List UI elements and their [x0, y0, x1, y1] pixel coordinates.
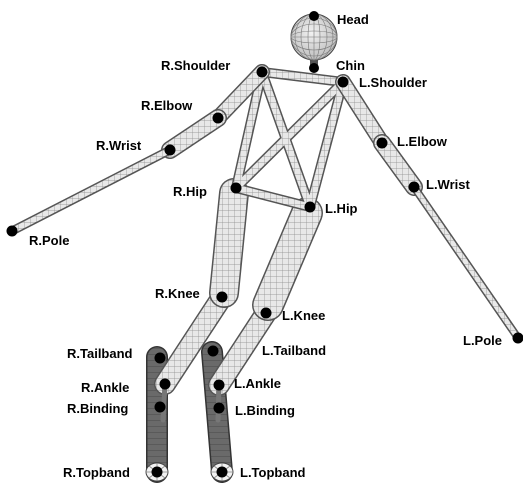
l-ankle-marker	[214, 380, 225, 391]
label-r-elbow: R.Elbow	[141, 98, 193, 113]
label-l-elbow: L.Elbow	[397, 134, 448, 149]
l-binding-marker	[214, 403, 225, 414]
label-head: Head	[337, 12, 369, 27]
l-elbow-marker	[377, 138, 388, 149]
l-shoulder-marker	[338, 77, 349, 88]
l-tailband-marker	[208, 346, 219, 357]
label-l-knee: L.Knee	[282, 308, 325, 323]
r-pole-marker	[7, 226, 18, 237]
r-wrist-marker	[165, 145, 176, 156]
label-r-hip: R.Hip	[173, 184, 207, 199]
r-hip-marker	[231, 183, 242, 194]
l-hip-marker	[305, 202, 316, 213]
label-r-knee: R.Knee	[155, 286, 200, 301]
r-elbow-marker	[213, 113, 224, 124]
chin-marker	[309, 63, 319, 73]
l-wrist-marker	[409, 182, 420, 193]
l-pole-marker	[513, 333, 523, 344]
l-topband-marker	[217, 467, 228, 478]
label-l-binding: L.Binding	[235, 403, 295, 418]
label-l-topband: L.Topband	[240, 465, 306, 480]
r-knee-marker	[217, 292, 228, 303]
l-knee-marker	[261, 308, 272, 319]
left-pole	[414, 187, 518, 338]
label-r-ankle: R.Ankle	[81, 380, 129, 395]
label-r-pole: R.Pole	[29, 233, 69, 248]
label-r-tailband: R.Tailband	[67, 346, 133, 361]
label-l-shoulder: L.Shoulder	[359, 75, 427, 90]
right-thigh	[224, 193, 234, 293]
label-l-ankle: L.Ankle	[234, 376, 281, 391]
label-chin: Chin	[336, 58, 365, 73]
label-l-tailband: L.Tailband	[262, 343, 326, 358]
r-binding-marker	[155, 402, 166, 413]
r-topband-marker	[152, 467, 163, 478]
label-r-shoulder: R.Shoulder	[161, 58, 230, 73]
label-l-pole: L.Pole	[463, 333, 502, 348]
label-r-binding: R.Binding	[67, 401, 128, 416]
r-ankle-marker	[160, 379, 171, 390]
left-shin	[219, 313, 266, 385]
head-marker	[309, 11, 319, 21]
label-l-hip: L.Hip	[325, 201, 358, 216]
r-tailband-marker	[155, 353, 166, 364]
r-shoulder-marker	[257, 67, 268, 78]
label-r-topband: R.Topband	[63, 465, 130, 480]
label-r-wrist: R.Wrist	[96, 138, 142, 153]
left-thigh	[268, 213, 307, 305]
right-pole	[12, 150, 170, 231]
label-l-wrist: L.Wrist	[426, 177, 470, 192]
